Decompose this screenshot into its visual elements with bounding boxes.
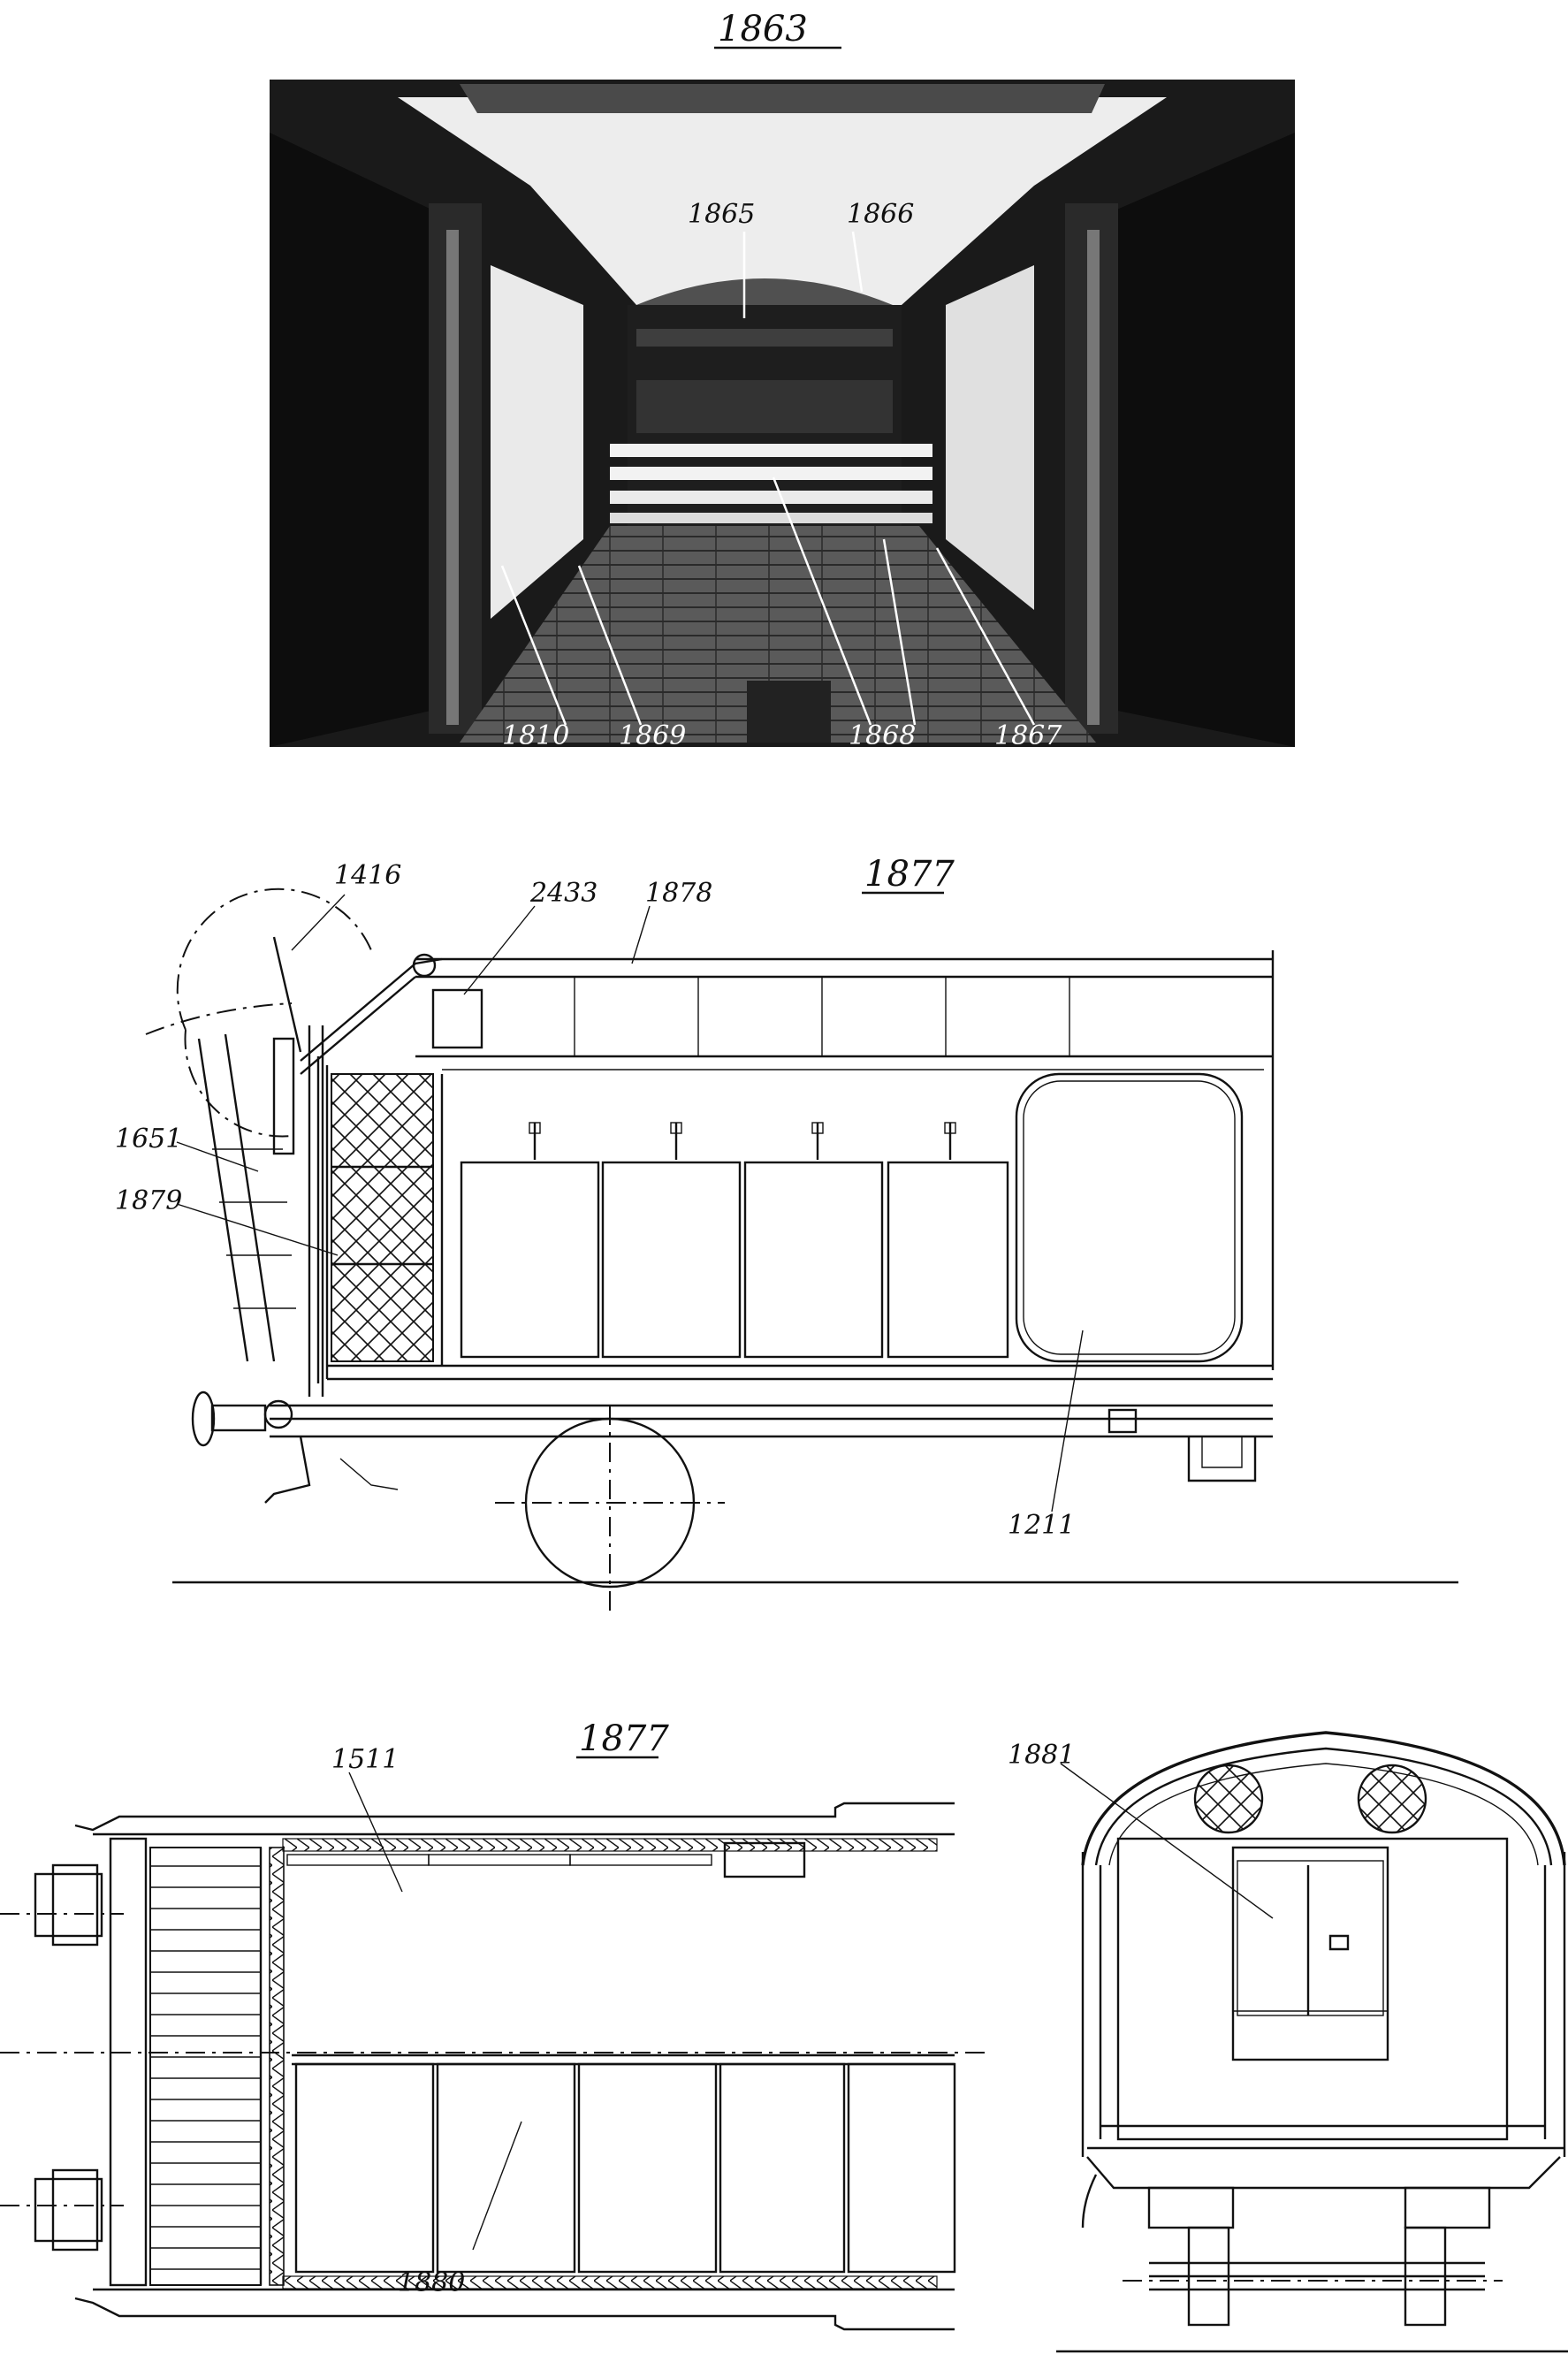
wagon-end-view (1056, 1731, 1568, 2353)
callout-1879: 1879 (115, 1185, 182, 1216)
figure-number-plan-view: 1877 (579, 1718, 669, 1759)
callout-1866: 1866 (847, 199, 914, 230)
wagon-plan-view (0, 1772, 990, 2331)
callout-2433: 2433 (529, 878, 598, 909)
wagon-interior-photo (270, 80, 1295, 747)
callout-1868: 1868 (849, 720, 916, 751)
callout-1211: 1211 (1008, 1510, 1075, 1541)
callout-1881: 1881 (1008, 1740, 1075, 1771)
figure-number-photo: 1863 (718, 9, 808, 50)
figure-number-side-view: 1877 (864, 854, 955, 895)
callout-1810: 1810 (502, 720, 569, 751)
callout-1867: 1867 (994, 720, 1062, 751)
callout-1880: 1880 (398, 2267, 465, 2298)
callout-1878: 1878 (645, 878, 712, 909)
callout-1865: 1865 (688, 199, 755, 230)
callout-1511: 1511 (331, 1744, 399, 1775)
callout-1416: 1416 (334, 860, 401, 891)
wagon-side-elevation (145, 888, 1458, 1613)
callout-1869: 1869 (619, 720, 686, 751)
callout-1651: 1651 (115, 1124, 182, 1154)
